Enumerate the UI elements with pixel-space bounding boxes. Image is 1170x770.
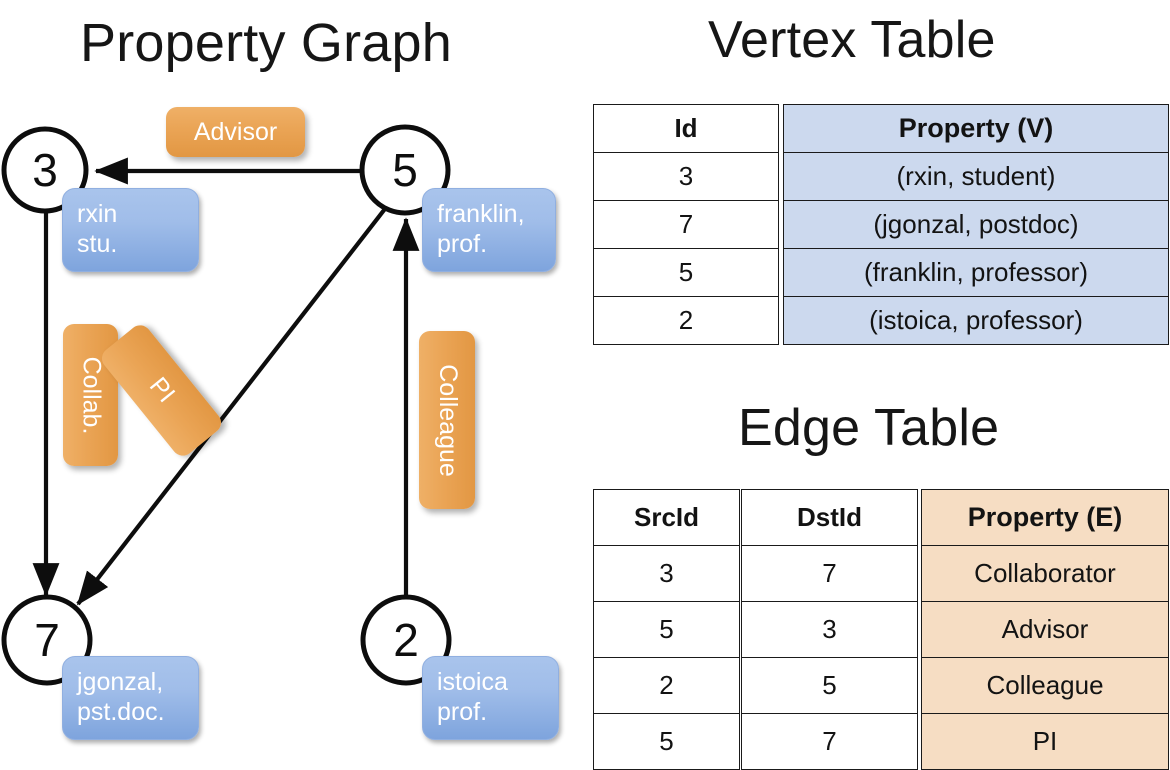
cell-property: (jgonzal, postdoc): [783, 200, 1169, 249]
table-row: 2: [593, 657, 740, 714]
node-property-box-3: rxin stu.: [62, 188, 199, 272]
edge-label-colleague: Colleague: [419, 331, 475, 509]
table-row: Colleague: [921, 657, 1169, 714]
table-row: (istoica, professor): [783, 296, 1169, 345]
node-property-box-2: istoica prof.: [422, 656, 559, 740]
node-property-line1: jgonzal,: [77, 668, 164, 696]
table-row: 3: [593, 545, 740, 602]
node-property-line2: pst.doc.: [77, 697, 165, 726]
cell-dstid: 7: [741, 545, 918, 602]
cell-property: Colleague: [921, 657, 1169, 714]
page-title-edge-table: Edge Table: [738, 399, 1000, 457]
table-row: (rxin, student): [783, 152, 1169, 201]
cell-dstid: 3: [741, 601, 918, 658]
cell-dstid: 7: [741, 713, 918, 770]
cell-property: Collaborator: [921, 545, 1169, 602]
table-header-row: Id: [593, 104, 779, 153]
table-row: 7: [593, 200, 779, 249]
table-row: 5: [593, 248, 779, 297]
table-header-row: Property (E): [921, 489, 1169, 546]
vertex-table-id-column: Id 3 7 5 2: [593, 104, 779, 345]
table-row: 7: [741, 545, 918, 602]
node-property-line2: prof.: [437, 697, 488, 726]
node-label-5: 5: [392, 144, 418, 196]
node-property-line1: franklin,: [437, 200, 525, 228]
edge-label-text: PI: [143, 372, 181, 409]
table-row: 2: [593, 296, 779, 345]
table-row: 5: [593, 713, 740, 770]
table-row: 3: [593, 152, 779, 201]
node-property-line1: rxin: [77, 200, 118, 228]
cell-srcid: 5: [593, 601, 740, 658]
edge-table-srcid-column: SrcId 3 5 2 5: [593, 489, 740, 770]
column-header-property-v: Property (V): [783, 104, 1169, 153]
cell-property: (rxin, student): [783, 152, 1169, 201]
edge-table-property-column: Property (E) Collaborator Advisor Collea…: [921, 489, 1169, 770]
node-property-line2: stu.: [77, 229, 118, 258]
cell-srcid: 5: [593, 713, 740, 770]
cell-id: 2: [593, 296, 779, 345]
vertex-table-property-column: Property (V) (rxin, student) (jgonzal, p…: [783, 104, 1169, 345]
table-row: 5: [741, 657, 918, 714]
table-header-row: SrcId: [593, 489, 740, 546]
column-header-dstid: DstId: [741, 489, 918, 546]
node-property-line1: istoica: [437, 668, 508, 696]
column-header-id: Id: [593, 104, 779, 153]
table-row: PI: [921, 713, 1169, 770]
table-row: Advisor: [921, 601, 1169, 658]
cell-id: 3: [593, 152, 779, 201]
page-title-property-graph: Property Graph: [80, 13, 452, 73]
cell-property: Advisor: [921, 601, 1169, 658]
column-header-srcid: SrcId: [593, 489, 740, 546]
node-label-7: 7: [34, 614, 60, 666]
edge-label-advisor: Advisor: [166, 107, 305, 157]
cell-id: 5: [593, 248, 779, 297]
table-header-row: DstId: [741, 489, 918, 546]
node-label-2: 2: [393, 614, 419, 666]
page-title-vertex-table: Vertex Table: [708, 11, 996, 69]
cell-property: PI: [921, 713, 1169, 770]
table-row: 7: [741, 713, 918, 770]
column-header-property-e: Property (E): [921, 489, 1169, 546]
cell-property: (istoica, professor): [783, 296, 1169, 345]
node-label-3: 3: [32, 144, 58, 196]
cell-srcid: 2: [593, 657, 740, 714]
edge-label-text: Colleague: [433, 363, 462, 477]
table-row: (franklin, professor): [783, 248, 1169, 297]
node-property-line2: prof.: [437, 229, 488, 258]
table-row: (jgonzal, postdoc): [783, 200, 1169, 249]
table-row: 5: [593, 601, 740, 658]
cell-dstid: 5: [741, 657, 918, 714]
cell-property: (franklin, professor): [783, 248, 1169, 297]
table-header-row: Property (V): [783, 104, 1169, 153]
node-property-box-7: jgonzal, pst.doc.: [62, 656, 199, 740]
cell-id: 7: [593, 200, 779, 249]
cell-srcid: 3: [593, 545, 740, 602]
node-property-box-5: franklin, prof.: [422, 188, 556, 272]
edge-label-text: Advisor: [193, 117, 278, 146]
table-row: Collaborator: [921, 545, 1169, 602]
edge-label-text: Collab.: [77, 356, 106, 434]
edge-table-dstid-column: DstId 7 3 5 7: [741, 489, 918, 770]
table-row: 3: [741, 601, 918, 658]
edge-5-to-7: [76, 203, 390, 606]
